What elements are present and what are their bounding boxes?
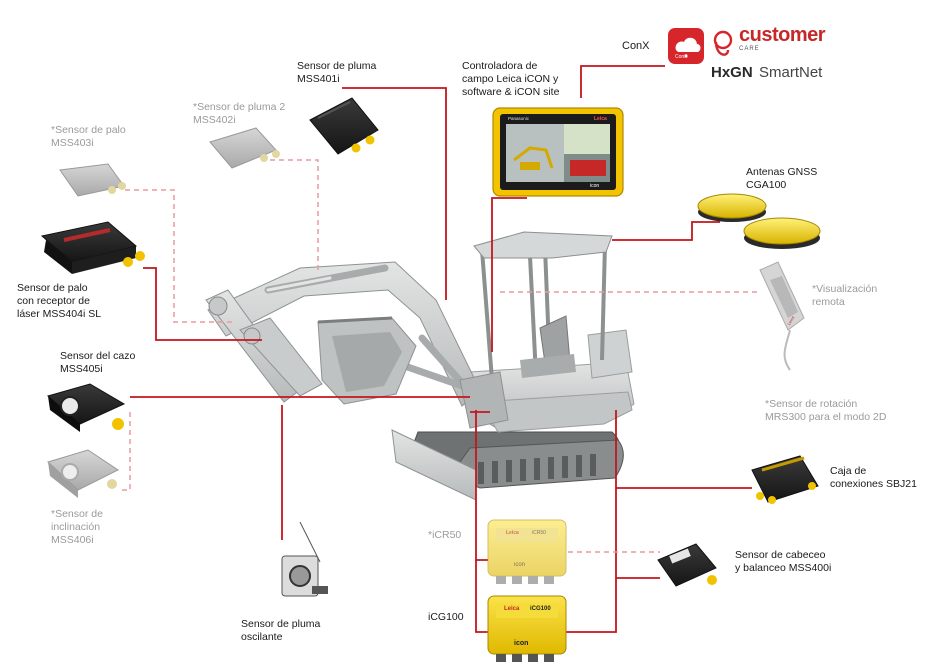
label-bucket-sensor: Sensor del cazo MSS405i xyxy=(60,350,136,375)
stick-laser-sensor-device xyxy=(40,221,145,274)
smartnet-brand: HxGN xyxy=(711,64,753,81)
label-swing-boom-sensor: Sensor de pluma oscilante xyxy=(241,618,321,643)
pitch-roll-sensor-device xyxy=(657,543,717,587)
label-icr50: *iCR50 xyxy=(428,529,462,541)
swing-boom-sensor-device xyxy=(281,521,328,597)
icr50-icon-text: icon xyxy=(514,562,526,568)
boom-sensor-device xyxy=(309,97,379,155)
wire-gnss xyxy=(612,221,720,241)
label-rotation-sensor: *Sensor de rotación MRS300 para el modo … xyxy=(765,398,887,423)
gnss-antennas-device xyxy=(697,193,821,249)
icg100-logo: Leica xyxy=(504,606,520,612)
label-icg100: iCG100 xyxy=(428,611,464,623)
customer-care-title: customer xyxy=(739,24,826,46)
label-tilt-sensor: *Sensor de inclinación MSS406i xyxy=(51,508,103,546)
icr50-model: iCR50 xyxy=(532,530,546,536)
wire-conx xyxy=(580,65,665,98)
wire-trunk-right xyxy=(566,410,617,633)
junction-box-device xyxy=(751,455,819,504)
smartnet-product: SmartNet xyxy=(759,64,823,81)
tilt-sensor-device xyxy=(47,449,119,498)
field-controller-device xyxy=(492,107,624,197)
label-boom-sensor-2: *Sensor de pluma 2 MSS402i xyxy=(193,101,286,126)
customer-care-subtitle: CARE xyxy=(739,46,760,52)
conx-icon xyxy=(668,28,704,64)
bucket-sensor-device xyxy=(46,383,126,432)
icr50-device xyxy=(487,519,567,584)
wire-stick-sensor xyxy=(125,189,232,323)
conx-label: ConX xyxy=(622,40,650,52)
wire-boom-sensor xyxy=(342,87,447,300)
remote-view-device xyxy=(759,261,805,371)
tablet-logo: Leica xyxy=(594,116,607,122)
tablet-brand: Panasonic xyxy=(508,116,530,121)
wire-boom-sensor-2 xyxy=(270,159,319,270)
label-stick-sensor: *Sensor de palo MSS403i xyxy=(51,124,126,149)
icg100-icon-text: icon xyxy=(514,640,529,647)
stick-sensor-device xyxy=(59,163,126,197)
icg100-model: iCG100 xyxy=(530,606,551,612)
label-boom-sensor: Sensor de pluma MSS401i xyxy=(297,60,377,85)
label-junction-box: Caja de conexiones SBJ21 xyxy=(830,465,917,490)
excavator-illustration xyxy=(205,231,635,501)
icr50-logo: Leica xyxy=(506,530,519,536)
boom-sensor-2-device xyxy=(209,127,280,169)
label-stick-laser-sensor: Sensor de palo con receptor de láser MSS… xyxy=(17,282,102,320)
label-remote-view: *Visualización remota xyxy=(812,283,878,308)
wire-stick-laser xyxy=(143,267,262,341)
icg100-device xyxy=(487,595,567,662)
label-field-controller: Controladora de campo Leica iCON y softw… xyxy=(462,60,560,98)
wire-icg100 xyxy=(475,560,488,633)
wire-field-controller xyxy=(491,197,527,352)
connection-lines xyxy=(122,65,760,633)
customer-care-icon xyxy=(713,30,733,56)
label-pitch-roll-sensor: Sensor de cabeceo y balanceo MSS400i xyxy=(735,549,832,574)
wire-tilt xyxy=(122,412,131,491)
label-gnss-antennas: Antenas GNSS CGA100 xyxy=(746,166,818,191)
tablet-icon-text: icon xyxy=(590,183,600,189)
conx-icon-caption: ConX xyxy=(675,54,688,60)
